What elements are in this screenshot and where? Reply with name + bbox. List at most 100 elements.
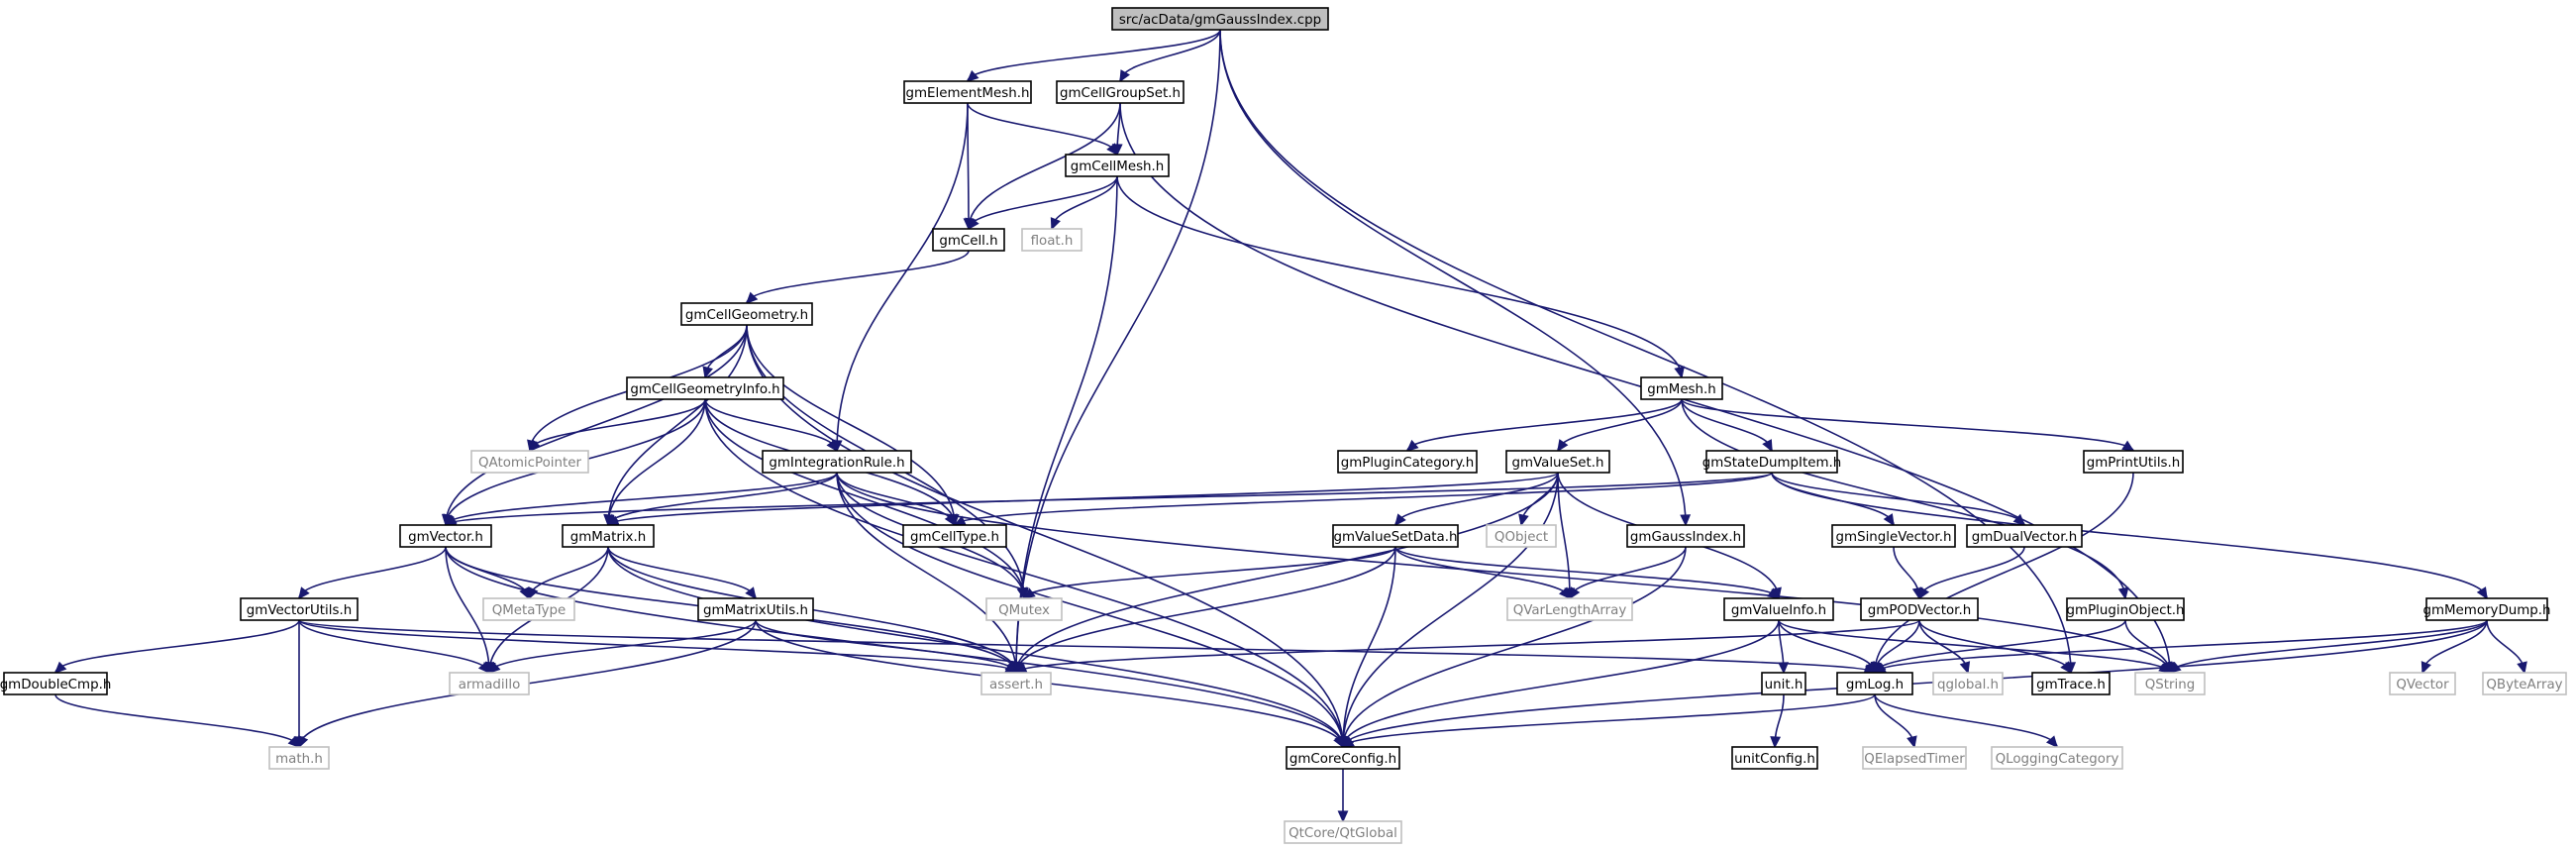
node-statedumpitem[interactable]: gmStateDumpItem.h (1702, 450, 1842, 474)
node-matrix[interactable]: gmMatrix.h (562, 524, 655, 548)
node-matrix-label: gmMatrix.h (570, 530, 646, 545)
node-unitconfig[interactable]: unitConfig.h (1731, 746, 1818, 770)
arrowhead-matrix-to-matrixutils (745, 586, 757, 600)
node-pluginobject[interactable]: gmPluginObject.h (2066, 597, 2185, 621)
arrowhead-integrationrule-to-celltype (944, 513, 956, 527)
node-asserth-box (980, 672, 1052, 695)
edge-memorydump-to-log (1874, 619, 2488, 674)
arrowhead-mesh-to-printutils (2121, 440, 2135, 452)
edge-valueinfo-to-qstring (1778, 619, 2171, 674)
edge-vectorutils-to-log (298, 619, 1876, 674)
node-matrix-box (562, 524, 655, 548)
node-cellgroupset-box (1056, 80, 1185, 104)
node-qvarlengtharray-label: QVarLengthArray (1513, 603, 1627, 618)
edge-valueset-to-asserth (1015, 472, 1559, 674)
node-cellmesh[interactable]: gmCellMesh.h (1065, 154, 1170, 177)
arrowhead-matrixutils-to-coreconfig (1333, 735, 1344, 749)
node-doublecmp[interactable]: gmDoubleCmp.h (0, 672, 111, 695)
node-qvarlengtharray: QVarLengthArray (1506, 597, 1633, 621)
node-qelapsedtimer-label: QElapsedTimer (1864, 752, 1965, 767)
node-log-label: gmLog.h (1846, 678, 1904, 692)
edge-log-to-qloggingcategory (1874, 693, 2058, 748)
node-plugincategory-label: gmPluginCategory.h (1341, 456, 1475, 471)
node-integrationrule[interactable]: gmIntegrationRule.h (762, 450, 912, 474)
node-celltype-box (902, 524, 1007, 548)
arrowhead-cellgeometry-to-cellgeometryinfo (702, 366, 713, 379)
node-memorydump-label: gmMemoryDump.h (2422, 603, 2550, 618)
arrowhead-cell-to-cellgeometry (745, 291, 759, 305)
node-unith[interactable]: unit.h (1761, 672, 1806, 695)
edge-vector-to-qmetatype (445, 546, 530, 599)
edge-root-to-elementmesh (967, 29, 1221, 82)
node-cellgeometry-label: gmCellGeometry.h (685, 308, 808, 323)
node-valueinfo[interactable]: gmValueInfo.h (1723, 597, 1834, 621)
edge-vectorutils-to-doublecmp (54, 619, 300, 674)
node-qatomicpointer: QAtomicPointer (470, 450, 589, 474)
node-dualvector[interactable]: gmDualVector.h (1966, 524, 2083, 548)
node-singlevector[interactable]: gmSingleVector.h (1831, 524, 1956, 548)
node-qmutex-label: QMutex (998, 603, 1050, 618)
node-statedumpitem-box (1705, 450, 1838, 474)
node-valuesetdata[interactable]: gmValueSetData.h (1332, 524, 1459, 548)
node-plugincategory[interactable]: gmPluginCategory.h (1337, 450, 1478, 474)
node-celltype[interactable]: gmCellType.h (902, 524, 1007, 548)
node-coreconfig[interactable]: gmCoreConfig.h (1286, 746, 1400, 770)
node-cellgeometryinfo[interactable]: gmCellGeometryInfo.h (626, 376, 784, 400)
node-gaussindex[interactable]: gmGaussIndex.h (1626, 524, 1745, 548)
node-log[interactable]: gmLog.h (1836, 672, 1913, 695)
node-qmutex-box (985, 597, 1063, 621)
node-coreconfig-label: gmCoreConfig.h (1289, 752, 1396, 767)
node-qatomicpointer-box (470, 450, 589, 474)
edge-cellmesh-to-cell (968, 175, 1118, 230)
arrowhead-valueset-to-valuesetdata (1394, 513, 1406, 527)
node-armadillo: armadillo (449, 672, 530, 695)
node-vectorutils-box (240, 597, 359, 621)
edge-cellmesh-to-floath (1051, 175, 1118, 230)
node-vector[interactable]: gmVector.h (399, 524, 492, 548)
edge-integrationrule-to-qstring (836, 472, 2171, 674)
node-qtcoreqtglobal-label: QtCore/QtGlobal (1288, 826, 1397, 841)
node-qstring-label: QString (2145, 678, 2196, 692)
arrowhead-cellmesh-to-mesh (1674, 366, 1685, 379)
node-armadillo-box (449, 672, 530, 695)
node-memorydump[interactable]: gmMemoryDump.h (2422, 597, 2551, 621)
node-unith-box (1761, 672, 1806, 695)
arrowhead-doublecmp-to-mathh (287, 735, 301, 749)
node-matrixutils[interactable]: gmMatrixUtils.h (697, 597, 814, 621)
node-podvector[interactable]: gmPODVector.h (1860, 597, 1979, 621)
node-mesh[interactable]: gmMesh.h (1640, 376, 1723, 400)
arrowhead-statedumpitem-to-memorydump (2476, 586, 2488, 600)
node-matrixutils-label: gmMatrixUtils.h (703, 603, 808, 618)
node-printutils[interactable]: gmPrintUtils.h (2083, 450, 2184, 474)
node-valueset[interactable]: gmValueSet.h (1505, 450, 1610, 474)
edge-podvector-to-asserth (1015, 619, 1920, 674)
node-elementmesh[interactable]: gmElementMesh.h (903, 80, 1032, 104)
node-podvector-box (1860, 597, 1979, 621)
node-qloggingcategory-box (1991, 746, 2123, 770)
node-trace[interactable]: gmTrace.h (2031, 672, 2111, 695)
edge-mesh-to-plugincategory (1406, 398, 1683, 452)
node-qmetatype-label: QMetaType (492, 603, 567, 618)
node-cellgeometryinfo-label: gmCellGeometryInfo.h (630, 382, 779, 397)
node-root[interactable]: src/acData/gmGaussIndex.cpp (1111, 7, 1329, 31)
edge-cell-to-cellgeometry (746, 250, 970, 304)
node-qvector-box (2389, 672, 2456, 695)
arrowhead-matrixutils-to-asserth (1004, 661, 1018, 674)
edge-integrationrule-to-vector (445, 472, 838, 526)
node-doublecmp-label: gmDoubleCmp.h (0, 678, 111, 692)
node-cellgeometry[interactable]: gmCellGeometry.h (680, 302, 813, 326)
arrowhead-podvector-to-trace (2060, 661, 2072, 675)
edge-matrix-to-coreconfig (607, 546, 1344, 748)
node-cellgroupset[interactable]: gmCellGroupSet.h (1056, 80, 1185, 104)
node-singlevector-label: gmSingleVector.h (1836, 530, 1952, 545)
edge-statedumpitem-to-vector (445, 472, 1773, 526)
node-vectorutils[interactable]: gmVectorUtils.h (240, 597, 359, 621)
edge-root-to-trace (1219, 29, 2072, 674)
node-coreconfig-box (1286, 746, 1400, 770)
node-qobject-label: QObject (1494, 530, 1548, 545)
node-cell[interactable]: gmCell.h (932, 228, 1005, 252)
node-pluginobject-label: gmPluginObject.h (2067, 603, 2185, 618)
arrowhead-mesh-to-statedumpitem (1762, 439, 1773, 453)
edge-vector-to-vectorutils (298, 546, 447, 599)
